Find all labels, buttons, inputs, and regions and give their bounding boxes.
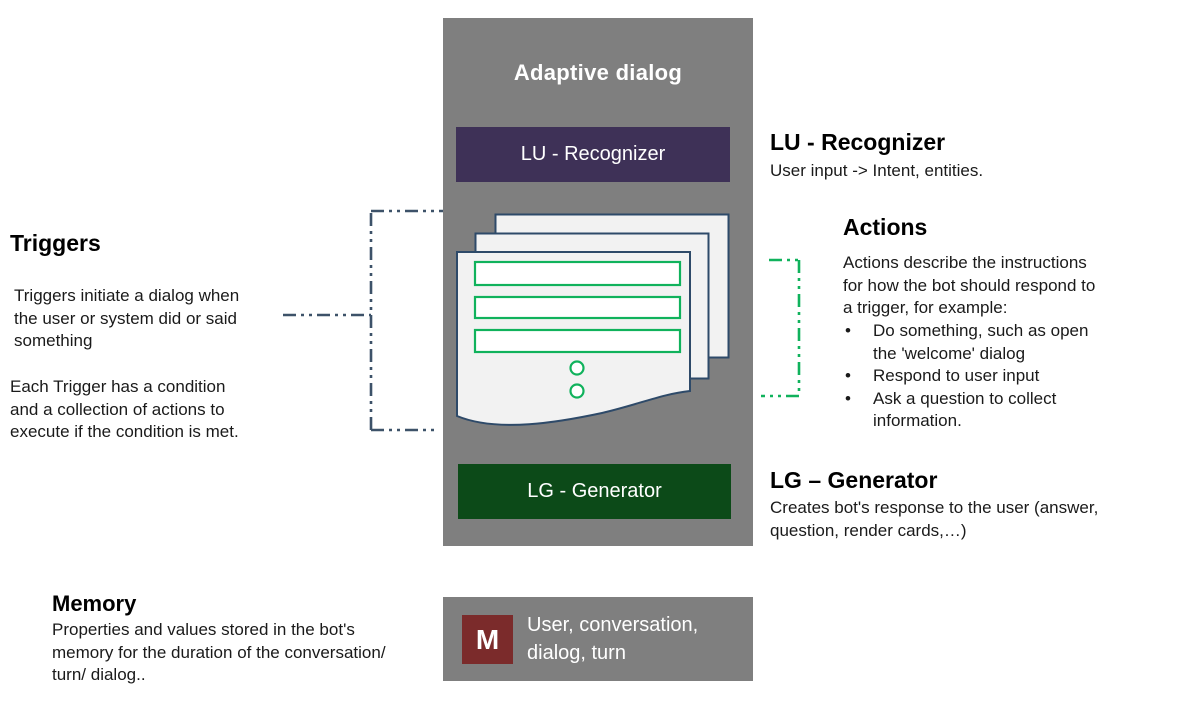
- actions-bullet-2: Respond to user input: [843, 365, 1108, 388]
- actions-bullet-3: Ask a question to collect information.: [843, 388, 1108, 433]
- action-row-2: [473, 295, 682, 320]
- actions-description: Actions describe the instructions for ho…: [843, 253, 1096, 317]
- action-row-3: [473, 328, 682, 354]
- actions-bullet-1: Do something, such as open the 'welcome'…: [843, 320, 1108, 365]
- memory-description: Properties and values stored in the bot'…: [52, 620, 386, 684]
- lg-generator-box-label: LG - Generator: [527, 480, 662, 502]
- memory-scopes-label: User, conversation, dialog, turn: [527, 614, 699, 664]
- ellipsis-dot-2: [569, 383, 585, 399]
- actions-connector: [761, 258, 801, 398]
- ellipsis-dot-1: [569, 360, 585, 376]
- lu-recognizer-box: LU - Recognizer: [456, 127, 730, 182]
- triggers-heading: Triggers: [10, 230, 101, 256]
- triggers-paragraph-1: Triggers initiate a dialog when the user…: [14, 286, 240, 350]
- memory-icon: M: [462, 615, 513, 664]
- lu-recognizer-box-label: LU - Recognizer: [520, 143, 666, 165]
- dialog-cards-illustration: [456, 213, 730, 426]
- lu-recognizer-heading: LU - Recognizer: [770, 129, 946, 155]
- lg-generator-description: Creates bot's response to the user (answ…: [770, 498, 1099, 540]
- memory-heading: Memory: [52, 591, 137, 616]
- lg-generator-heading: LG – Generator: [770, 467, 938, 493]
- triggers-paragraph-2: Each Trigger has a condition and a colle…: [10, 377, 239, 441]
- lu-recognizer-description: User input -> Intent, entities.: [770, 161, 984, 180]
- action-row-1: [473, 260, 682, 287]
- memory-icon-letter: M: [475, 623, 500, 655]
- triggers-connector: [283, 209, 443, 432]
- actions-heading: Actions: [843, 214, 928, 240]
- adaptive-dialog-title: Adaptive dialog: [513, 60, 683, 85]
- actions-bullet-list: Do something, such as open the 'welcome'…: [843, 320, 1111, 433]
- lg-generator-box: LG - Generator: [458, 464, 731, 519]
